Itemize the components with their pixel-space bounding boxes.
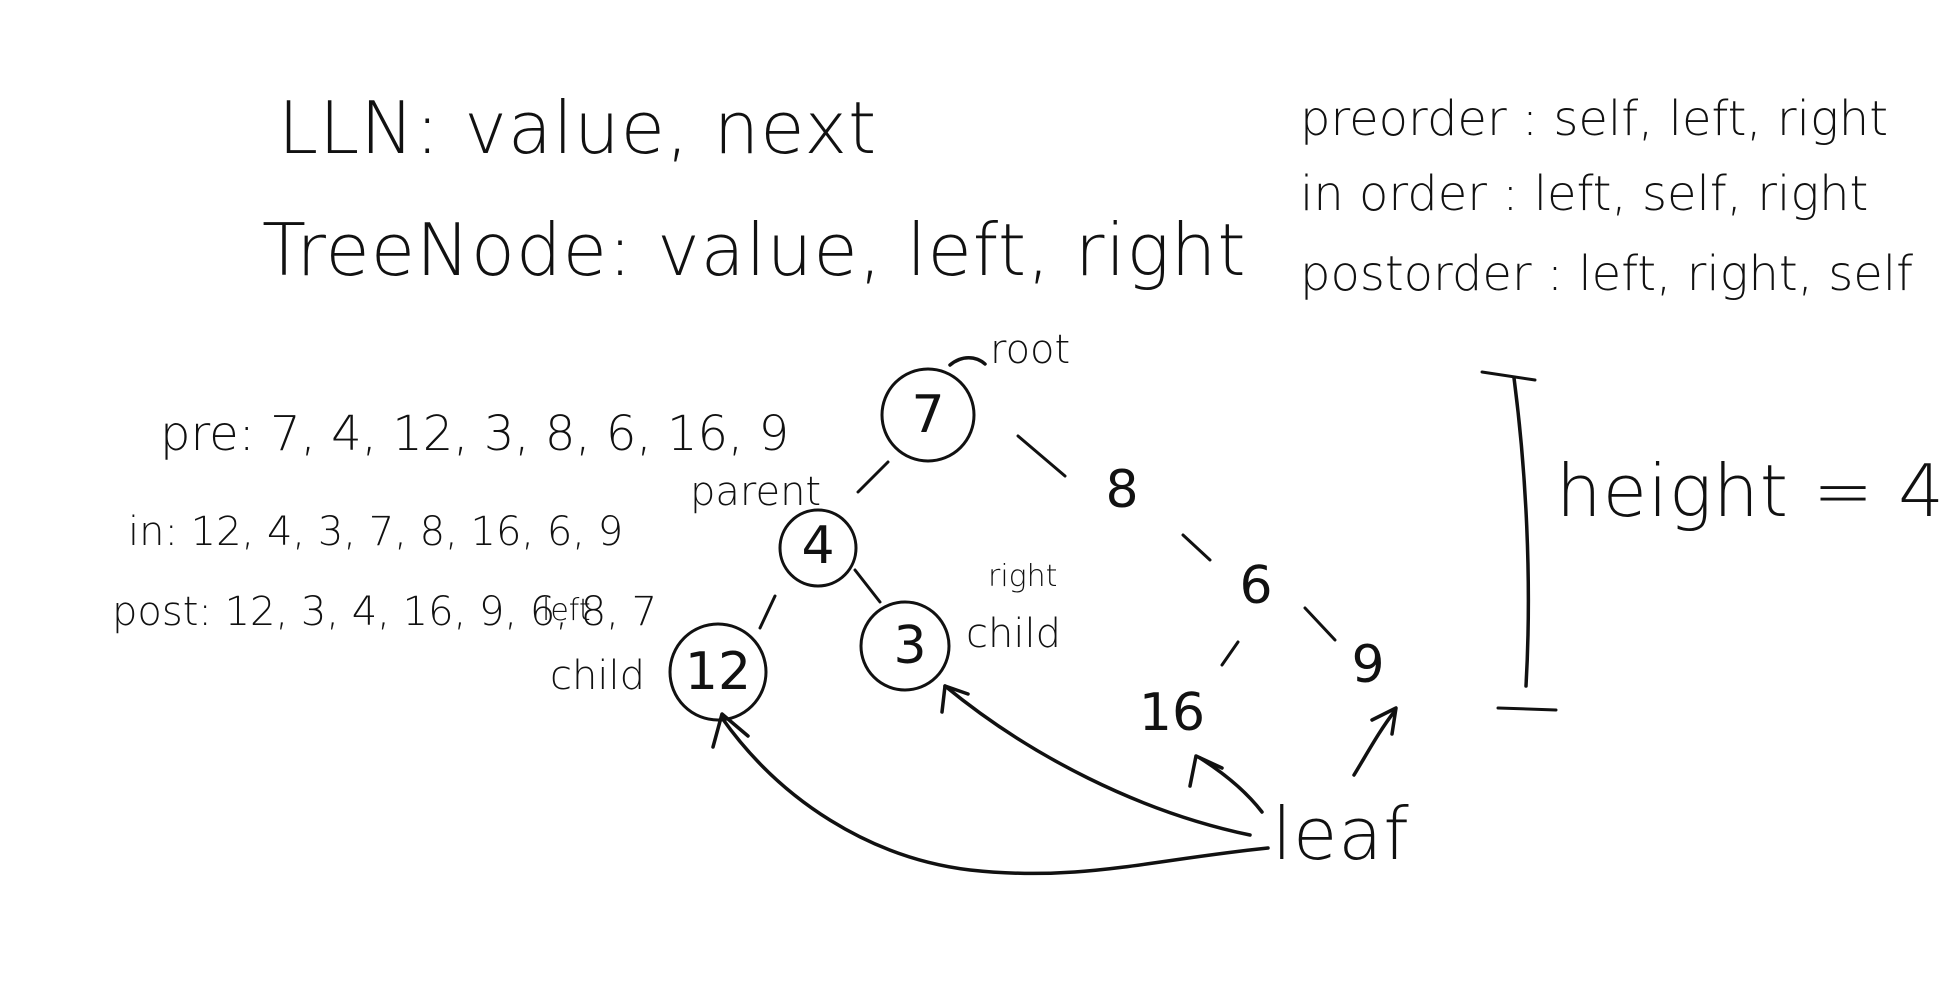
node-4-value: 4 [801, 516, 834, 576]
leaf-arrow-to-3-head [940, 684, 970, 714]
edge-8-6 [1181, 533, 1212, 562]
edge-4-12 [758, 594, 777, 630]
height-bracket-bottom [1496, 706, 1558, 712]
height-label: height = 4 [1556, 449, 1945, 533]
right-child-label-bottom: child [966, 611, 1061, 657]
inorder-rule: in order : left, self, right [1300, 166, 1869, 222]
lln-definition: LLN: value, next [278, 86, 878, 170]
inorder-result: in: 12, 4, 3, 7, 8, 16, 6, 9 [128, 509, 624, 555]
left-child-label-bottom: child [550, 653, 645, 699]
height-bracket-top [1480, 370, 1537, 382]
right-child-label-top: right [988, 559, 1058, 594]
left-child-label-top: left [542, 593, 591, 628]
node-8-value: 8 [1105, 460, 1138, 520]
node-7-value: 7 [911, 385, 944, 445]
height-bracket-line [1512, 376, 1531, 688]
postorder-rule: postorder : left, right, self [1300, 246, 1914, 302]
node-16-value: 16 [1139, 683, 1205, 743]
node-3-circle [859, 600, 951, 692]
edge-7-8 [1016, 434, 1067, 478]
leaf-arrow-to-16 [1198, 756, 1264, 814]
node-12-circle [668, 622, 768, 722]
node-4-circle [778, 508, 858, 588]
leaf-arrow-to-12-head [711, 712, 750, 749]
leaf-label: leaf [1272, 792, 1410, 876]
leaf-arrow-to-3 [943, 684, 1252, 837]
root-pointer-mark [948, 356, 987, 367]
node-7-circle [880, 367, 976, 463]
leaf-arrow-to-12 [720, 716, 1270, 876]
leaf-arrow-to-9-head [1370, 706, 1398, 736]
node-6-value: 6 [1239, 556, 1272, 616]
postorder-result: post: 12, 3, 4, 16, 9, 6, 8, 7 [112, 589, 658, 635]
leaf-arrow-to-16-head [1188, 754, 1224, 788]
node-9-value: 9 [1351, 635, 1384, 695]
preorder-rule: preorder : self, left, right [1300, 91, 1889, 147]
edge-4-3 [853, 568, 882, 604]
root-label: root [990, 327, 1071, 373]
edge-6-16 [1220, 640, 1240, 667]
node-12-value: 12 [685, 642, 751, 702]
edge-7-4 [856, 460, 890, 494]
node-3-value: 3 [893, 616, 926, 676]
leaf-arrow-to-9 [1352, 710, 1396, 777]
edge-6-9 [1303, 606, 1337, 642]
treenode-definition: TreeNode: value, left, right [262, 208, 1247, 292]
preorder-result: pre: 7, 4, 12, 3, 8, 6, 16, 9 [160, 406, 790, 462]
parent-label: parent [690, 469, 822, 515]
